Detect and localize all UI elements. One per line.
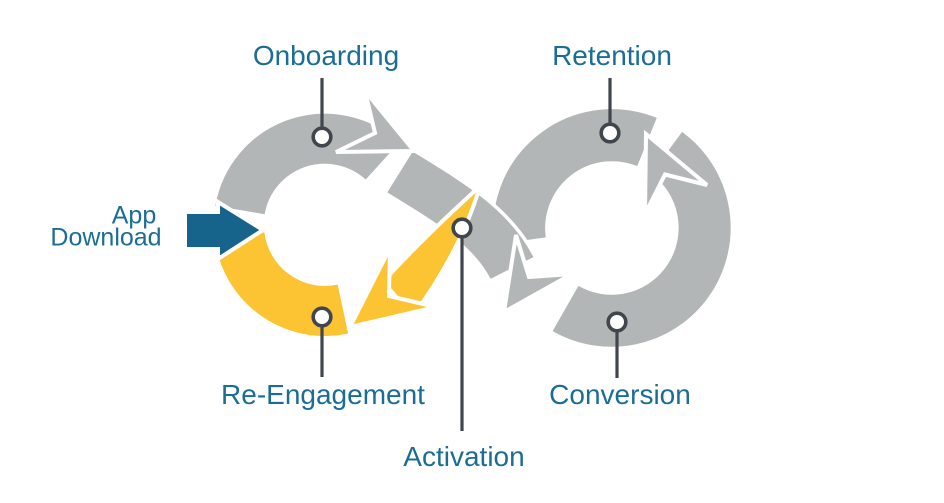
- conversion-arc: [552, 131, 731, 347]
- reengagement-label: Re-Engagement: [221, 379, 425, 410]
- conversion-label: Conversion: [549, 379, 691, 410]
- onboarding-marker: [311, 126, 333, 148]
- onboarding-label: Onboarding: [252, 40, 400, 71]
- yellow-arrowhead-icon: [346, 247, 437, 330]
- retention-marker: [599, 122, 621, 144]
- app-download-label-line2: Download: [50, 223, 162, 252]
- cross-band-arrowhead-icon: [501, 234, 573, 316]
- retention-label: Retention: [552, 40, 672, 71]
- right-loop-arrowhead-icon: [643, 129, 709, 215]
- app-download-arrow-icon: [183, 198, 267, 263]
- conversion-marker: [606, 311, 628, 333]
- activation-marker: [451, 217, 473, 239]
- retention-arc: [493, 109, 657, 245]
- left-loop-arrowhead-icon: [335, 89, 419, 154]
- app-download-label-line1: App: [111, 201, 157, 230]
- reengagement-marker: [311, 306, 333, 328]
- activation-label: Activation: [403, 441, 525, 472]
